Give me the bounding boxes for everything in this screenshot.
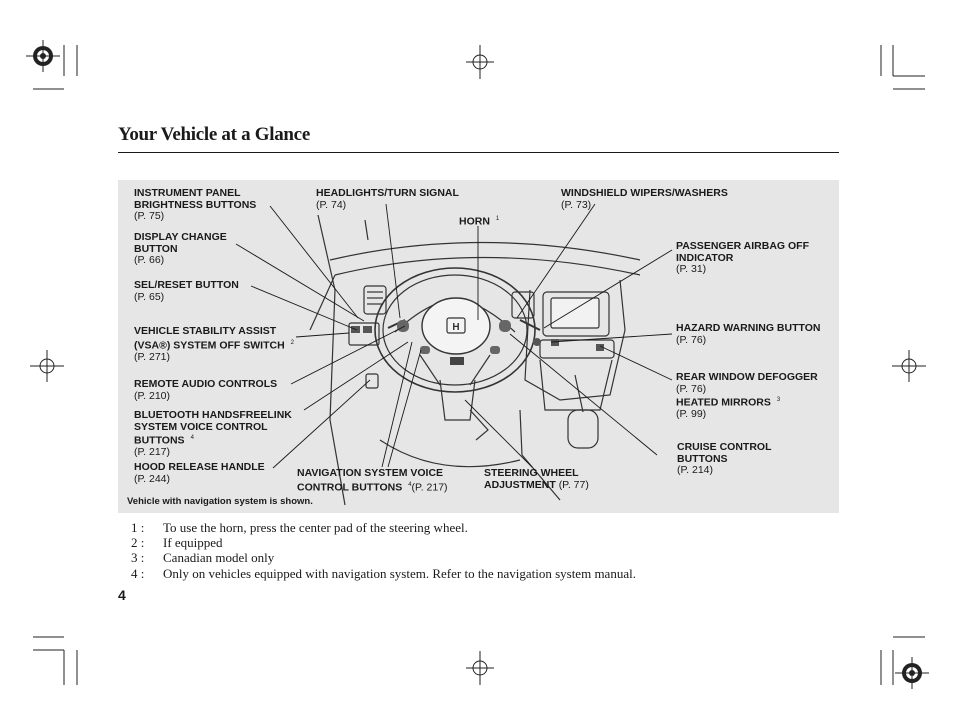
label-hood-release-handle: HOOD RELEASE HANDLE (P. 244)	[134, 462, 265, 485]
illustration-caption: Vehicle with navigation system is shown.	[127, 496, 313, 507]
label-display-change-button: DISPLAY CHANGE BUTTON (P. 66)	[134, 232, 227, 267]
page-number: 4	[118, 587, 126, 603]
label-passenger-airbag-off: PASSENGER AIRBAG OFF INDICATOR (P. 31)	[676, 241, 809, 276]
label-rear-window-defogger: REAR WINDOW DEFOGGER (P. 76)	[676, 372, 818, 395]
label-steering-wheel-adjustment: STEERING WHEEL ADJUSTMENT (P. 77)	[484, 468, 589, 491]
footnote-2: 2 :If equipped	[131, 535, 636, 550]
label-vsa-switch: VEHICLE STABILITY ASSIST (VSA®) SYSTEM O…	[134, 326, 294, 363]
label-instrument-panel-brightness: INSTRUMENT PANEL BRIGHTNESS BUTTONS (P. …	[134, 188, 256, 223]
footnote-3: 3 :Canadian model only	[131, 550, 636, 565]
footnote-1: 1 :To use the horn, press the center pad…	[131, 520, 636, 535]
label-remote-audio-controls: REMOTE AUDIO CONTROLS (P. 210)	[134, 379, 277, 402]
label-hazard-warning-button: HAZARD WARNING BUTTON (P. 76)	[676, 323, 820, 346]
label-windshield-wipers: WINDSHIELD WIPERS/WASHERS (P. 73)	[561, 188, 728, 211]
label-cruise-control-buttons: CRUISE CONTROL BUTTONS (P. 214)	[677, 442, 772, 477]
label-headlights-turn-signal: HEADLIGHTS/TURN SIGNAL (P. 74)	[316, 188, 459, 211]
label-bluetooth-handsfreelink: BLUETOOTH HANDSFREELINK SYSTEM VOICE CON…	[134, 410, 292, 459]
footnote-4: 4 :Only on vehicles equipped with naviga…	[131, 566, 636, 581]
svg-text:H: H	[452, 322, 459, 333]
label-sel-reset-button: SEL/RESET BUTTON (P. 65)	[134, 280, 239, 303]
footnotes: 1 :To use the horn, press the center pad…	[131, 520, 636, 581]
